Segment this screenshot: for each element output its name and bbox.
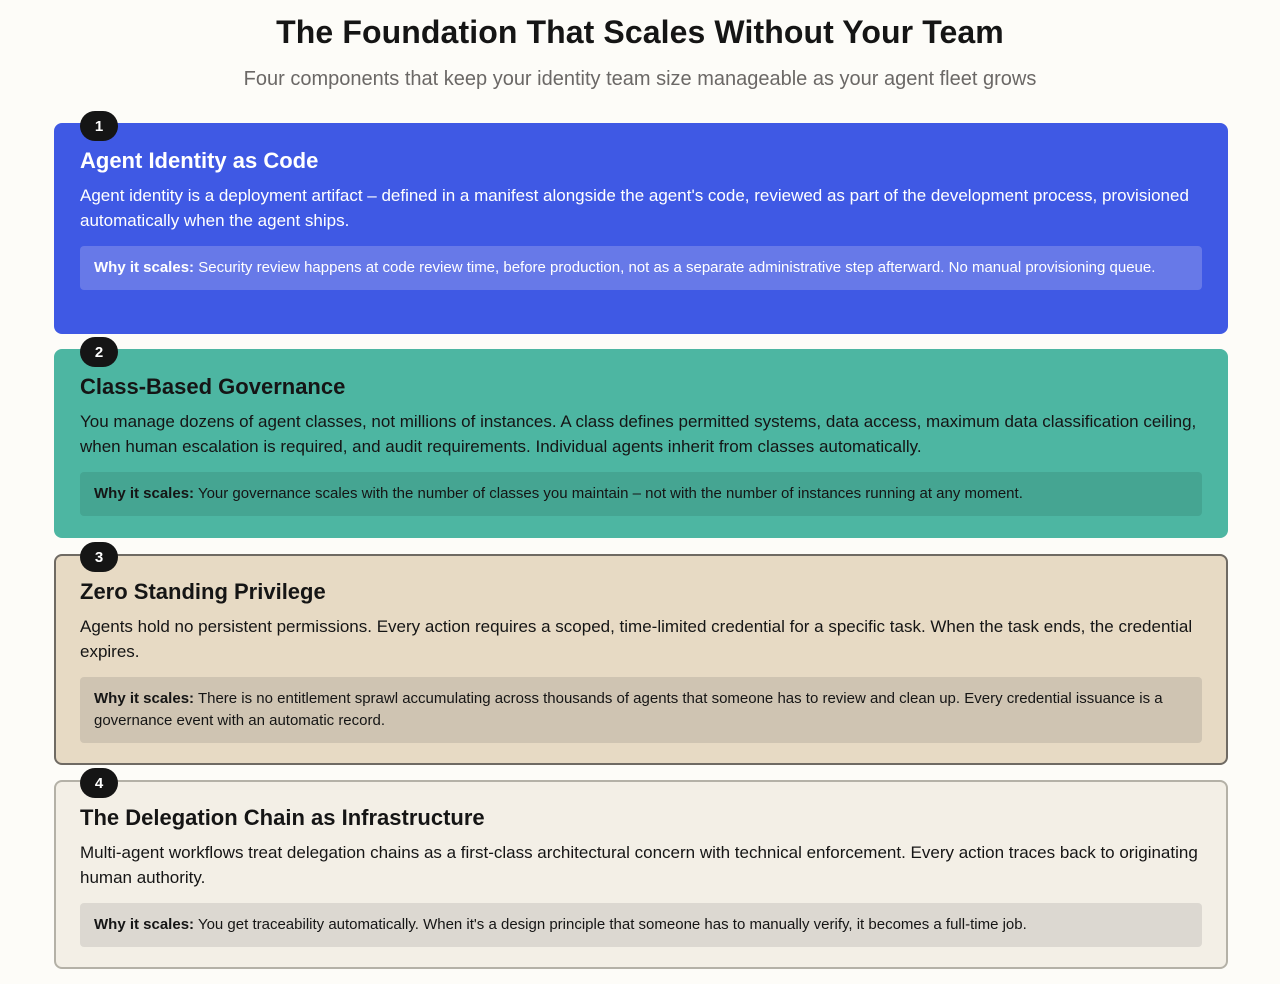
why-text: You get traceability automatically. When… — [197, 916, 1027, 933]
why-it-scales-callout: Why it scales: Security review happens a… — [80, 246, 1202, 290]
why-label: Why it scales: — [94, 690, 195, 707]
card-description: Agent identity is a deployment artifact … — [80, 186, 1189, 230]
why-it-scales-callout: Why it scales: You get traceability auto… — [80, 903, 1202, 947]
step-number-badge: 2 — [80, 337, 118, 367]
card-title: Agent Identity as Code — [80, 148, 319, 173]
why-label: Why it scales: — [94, 916, 195, 933]
component-card-class-based-governance: 2 Class-Based Governance You manage doze… — [54, 337, 1228, 538]
why-label: Why it scales: — [94, 259, 195, 276]
component-card-zero-standing-privilege: 3 Zero Standing Privilege Agents hold no… — [54, 542, 1228, 765]
component-card-delegation-chain: 4 The Delegation Chain as Infrastructure… — [54, 768, 1228, 969]
card-title: Class-Based Governance — [80, 374, 346, 399]
page-subtitle: Four components that keep your identity … — [243, 68, 1037, 90]
page-title: The Foundation That Scales Without Your … — [276, 14, 1004, 50]
component-card-identity-as-code: 1 Agent Identity as Code Agent identity … — [54, 111, 1228, 334]
why-text: There is no entitlement sprawl accumulat… — [94, 690, 1163, 729]
why-it-scales-callout: Why it scales: There is no entitlement s… — [80, 677, 1202, 743]
step-number-badge: 1 — [80, 111, 118, 141]
card-title: The Delegation Chain as Infrastructure — [80, 805, 485, 830]
step-number-badge: 4 — [80, 768, 118, 798]
why-it-scales-callout: Why it scales: Your governance scales wi… — [80, 472, 1202, 516]
card-description: You manage dozens of agent classes, not … — [80, 412, 1197, 456]
step-number-badge: 3 — [80, 542, 118, 572]
why-text: Security review happens at code review t… — [198, 259, 1156, 276]
why-label: Why it scales: — [94, 485, 195, 502]
why-text: Your governance scales with the number o… — [197, 485, 1023, 502]
card-description: Multi-agent workflows treat delegation c… — [80, 843, 1198, 887]
card-description: Agents hold no persistent permissions. E… — [80, 617, 1193, 661]
card-title: Zero Standing Privilege — [80, 579, 326, 604]
